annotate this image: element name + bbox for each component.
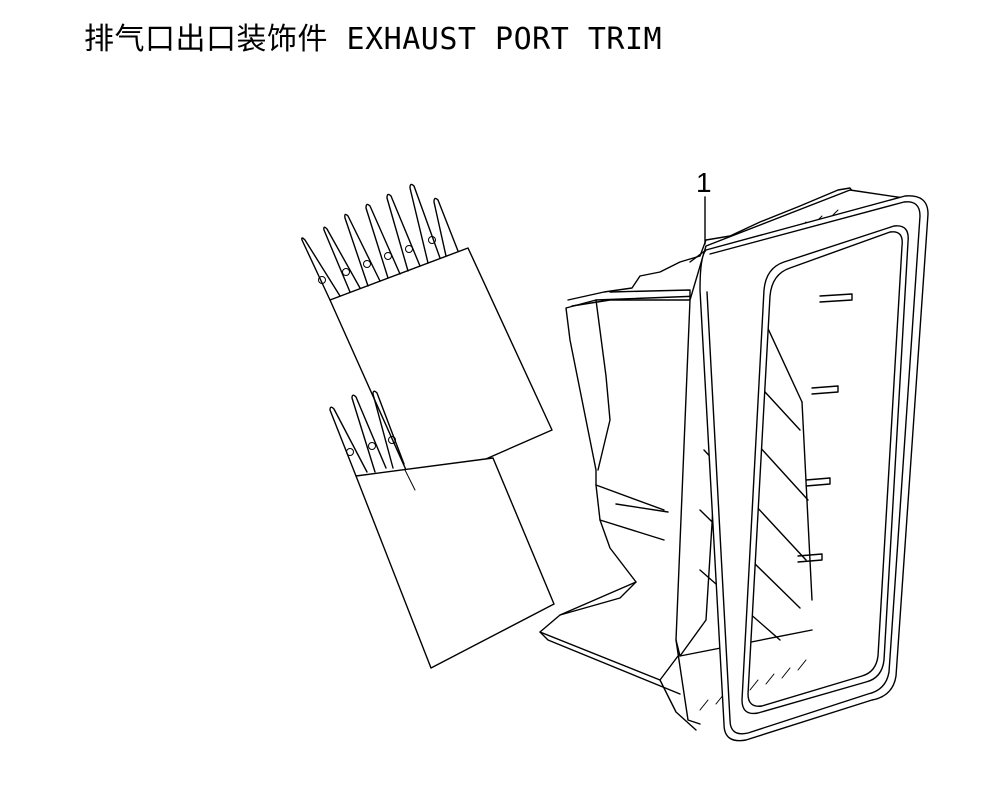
callout-1-label: 1 [696,167,712,198]
exhaust-port-trim [539,187,929,742]
upper-adhesive-sheet [301,183,553,491]
callout-1: 1 [696,167,712,245]
page-title: 排气口出口装饰件 EXHAUST PORT TRIM [84,22,663,57]
lower-adhesive-sheet [329,390,555,669]
